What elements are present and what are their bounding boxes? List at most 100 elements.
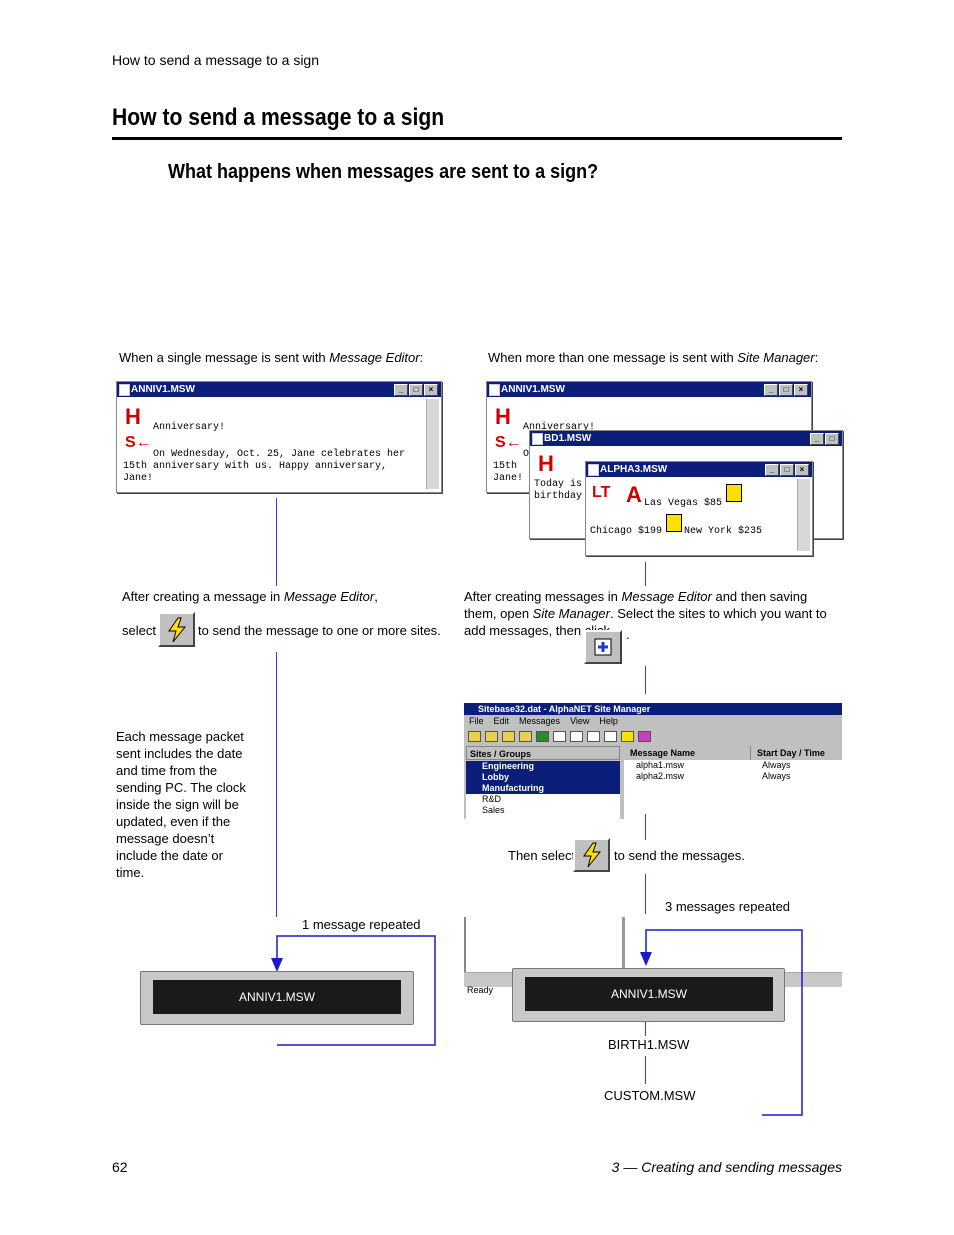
window-edge bbox=[464, 917, 466, 985]
window-edge bbox=[622, 917, 625, 972]
title-rule bbox=[112, 137, 842, 140]
window-titlebar: ANNIV1.MSW _□× bbox=[117, 382, 441, 397]
message-line: birthday bbox=[534, 491, 583, 502]
site-item[interactable]: Lobby bbox=[466, 772, 620, 783]
right-caption-text: When more than one message is sent with bbox=[488, 350, 738, 365]
send-lightning-button[interactable] bbox=[573, 838, 610, 872]
after-text: After creating messages in bbox=[464, 589, 622, 604]
repeat-loop bbox=[271, 935, 436, 1046]
menu-file[interactable]: File bbox=[469, 716, 484, 726]
hold-mode-icon: H bbox=[538, 451, 554, 476]
message-line: 15th bbox=[493, 461, 518, 472]
add-icon bbox=[594, 638, 612, 656]
maximize-button[interactable]: □ bbox=[825, 433, 839, 445]
hold-mode-icon: H bbox=[125, 404, 141, 429]
col-start-time[interactable]: Start Day / Time bbox=[757, 748, 825, 758]
col-message-name[interactable]: Message Name bbox=[624, 746, 751, 760]
close-button[interactable]: × bbox=[794, 384, 808, 396]
menu-help[interactable]: Help bbox=[599, 716, 618, 726]
edit-icon[interactable] bbox=[570, 730, 583, 742]
site-item[interactable]: Manufacturing bbox=[466, 783, 620, 794]
message-name: alpha1.msw bbox=[636, 760, 685, 770]
document-icon bbox=[119, 384, 130, 396]
minimize-button[interactable]: _ bbox=[765, 464, 779, 476]
sites-header: Sites / Groups bbox=[466, 746, 620, 760]
vertical-scrollbar[interactable] bbox=[797, 479, 810, 551]
maximize-button[interactable]: □ bbox=[779, 384, 793, 396]
site-item[interactable]: Engineering bbox=[466, 761, 620, 772]
folder-open-icon[interactable] bbox=[519, 730, 532, 742]
folder-icon[interactable] bbox=[502, 730, 515, 742]
site-item[interactable]: R&D bbox=[482, 794, 502, 804]
message-line: Anniversary! bbox=[153, 422, 226, 433]
message-line: O bbox=[523, 449, 530, 460]
close-button[interactable]: × bbox=[424, 384, 438, 396]
menu-view[interactable]: View bbox=[570, 716, 590, 726]
messages-header: Message Name Start Day / Time bbox=[624, 746, 842, 760]
note-icon bbox=[666, 514, 682, 532]
menu-edit[interactable]: Edit bbox=[493, 716, 510, 726]
document-icon bbox=[532, 433, 543, 445]
close-button[interactable]: × bbox=[795, 464, 809, 476]
window-title: ANNIV1.MSW bbox=[501, 384, 565, 395]
repeat-loop bbox=[640, 929, 803, 1116]
copy-icon[interactable] bbox=[587, 730, 600, 742]
flow-line bbox=[645, 1056, 646, 1084]
delete-icon[interactable] bbox=[536, 730, 549, 742]
minimize-button[interactable]: _ bbox=[810, 433, 824, 445]
send-lightning-button[interactable] bbox=[158, 612, 195, 647]
open-icon[interactable] bbox=[485, 730, 498, 742]
after-app: Site Manager bbox=[532, 606, 610, 621]
window-titlebar: ALPHA3.MSW _□× bbox=[586, 462, 812, 477]
sign-display: ANNIV1.MSW bbox=[153, 980, 401, 1014]
running-header: How to send a message to a sign bbox=[112, 52, 320, 68]
after-text: After creating a message in bbox=[122, 589, 284, 604]
menu-messages[interactable]: Messages bbox=[519, 716, 561, 726]
window-title: ALPHA3.MSW bbox=[600, 464, 668, 475]
flow-line bbox=[645, 874, 646, 914]
flow-line bbox=[276, 652, 277, 917]
add-message-icon[interactable] bbox=[553, 730, 566, 742]
send-icon[interactable] bbox=[621, 730, 634, 742]
site-manager-window: Sitebase32.dat - AlphaNET Site Manager F… bbox=[464, 703, 842, 819]
table-row[interactable]: alpha1.msw Always bbox=[624, 760, 842, 771]
page-title: How to send a message to a sign bbox=[112, 104, 445, 131]
add-message-button[interactable] bbox=[584, 630, 622, 664]
sites-list: Engineering Lobby Manufacturing R&D Sale… bbox=[466, 761, 620, 819]
page-number: 62 bbox=[112, 1159, 128, 1175]
lightning-icon bbox=[167, 617, 186, 642]
sign-display: ANNIV1.MSW bbox=[525, 977, 773, 1011]
left-caption-app: Message Editor bbox=[329, 350, 420, 365]
flow-line bbox=[645, 814, 646, 840]
message-start: Always bbox=[762, 760, 791, 770]
message-editor-window: ANNIV1.MSW _□× H Anniversary! S← On Wedn… bbox=[116, 381, 442, 493]
left-caption: When a single message is sent with Messa… bbox=[119, 349, 423, 366]
document-icon bbox=[588, 464, 599, 476]
message-line: Today is bbox=[534, 479, 583, 490]
properties-icon[interactable] bbox=[604, 730, 617, 742]
speed-icon: S← bbox=[495, 434, 522, 451]
maximize-button[interactable]: □ bbox=[780, 464, 794, 476]
flow-line bbox=[276, 498, 277, 586]
led-sign: ANNIV1.MSW bbox=[512, 968, 785, 1022]
site-item[interactable]: Sales bbox=[482, 805, 505, 815]
minimize-button[interactable]: _ bbox=[764, 384, 778, 396]
menu-bar: File Edit Messages View Help bbox=[464, 715, 842, 728]
message-line: 15th anniversary with us. Happy annivers… bbox=[123, 461, 388, 472]
new-icon[interactable] bbox=[468, 730, 481, 742]
select-post-text: to send the message to one or more sites… bbox=[198, 623, 441, 638]
message-name: alpha2.msw bbox=[636, 771, 685, 781]
right-after-caption: After creating messages in Message Edito… bbox=[464, 588, 834, 639]
maximize-button[interactable]: □ bbox=[409, 384, 423, 396]
right-caption-app: Site Manager bbox=[737, 350, 815, 365]
lightning-icon bbox=[582, 842, 601, 868]
message-line: New York $235 bbox=[684, 526, 763, 537]
repeat-label: 1 message repeated bbox=[302, 917, 421, 932]
window-title: BD1.MSW bbox=[544, 433, 592, 444]
chapter-footer: 3 — Creating and sending messages bbox=[611, 1159, 842, 1175]
minimize-button[interactable]: _ bbox=[394, 384, 408, 396]
vertical-scrollbar[interactable] bbox=[426, 399, 439, 489]
after-app: Message Editor bbox=[621, 589, 712, 604]
help-icon[interactable] bbox=[638, 730, 651, 742]
table-row[interactable]: alpha2.msw Always bbox=[624, 771, 842, 782]
